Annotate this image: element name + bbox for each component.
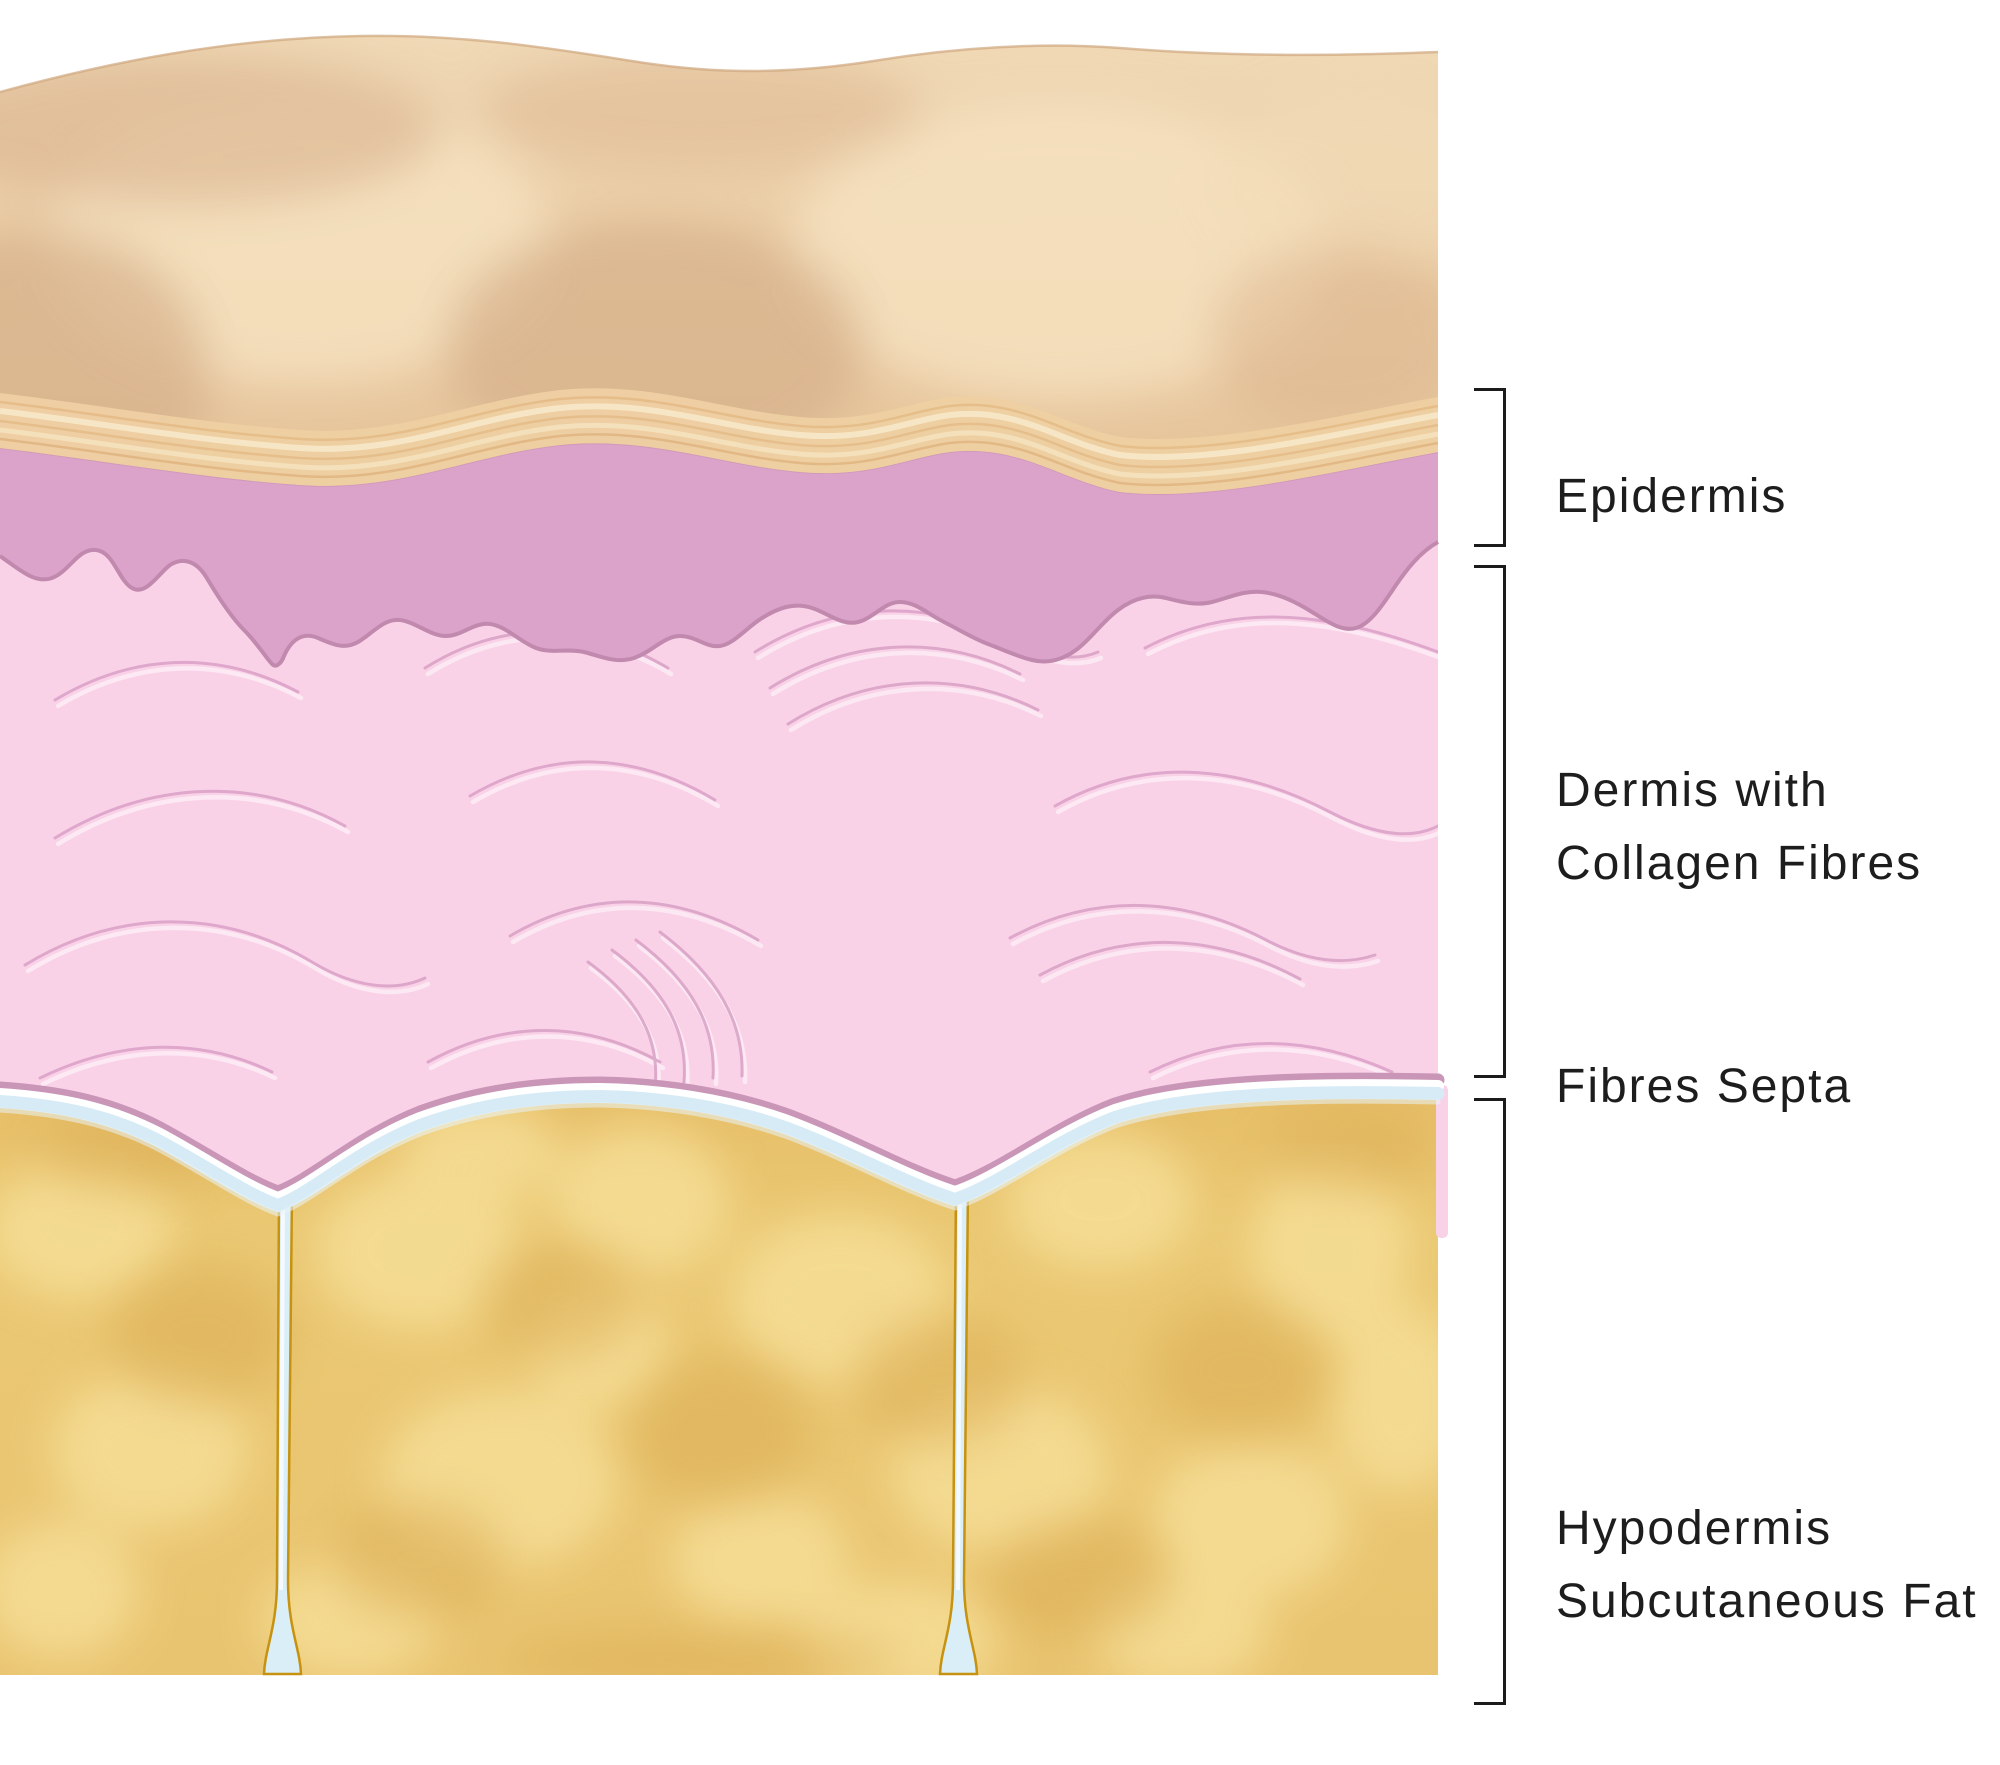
dermis-label-line1: Dermis with xyxy=(1556,764,1829,817)
skin-surface-layer xyxy=(0,34,1439,494)
epidermis-label: Epidermis xyxy=(1556,470,1788,523)
hypodermis-label: Hypodermis Subcutaneous Fat xyxy=(1556,1492,1978,1638)
dermis-edge-sliver xyxy=(1436,1085,1448,1238)
dermis-layer xyxy=(0,520,1438,1192)
surface-shading xyxy=(0,50,1438,494)
fibres-septa xyxy=(262,1184,979,1676)
hypodermis-label-line2: Subcutaneous Fat xyxy=(1556,1575,1978,1628)
hypodermis-bracket xyxy=(1474,1098,1506,1705)
fat-lobule-texture xyxy=(0,1100,1438,1675)
dermis-label: Dermis with Collagen Fibres xyxy=(1556,754,1922,900)
epidermis-bracket xyxy=(1474,388,1506,547)
fibres-septa-label: Fibres Septa xyxy=(1556,1060,1853,1113)
skin-surface-rim xyxy=(0,34,1439,94)
hypodermis-label-line1: Hypodermis xyxy=(1556,1502,1833,1555)
stratum-corneum-stripes xyxy=(0,396,1438,487)
hypodermis-fat-layer xyxy=(0,1079,1438,1676)
skin-cross-section-illustration xyxy=(0,34,1448,1676)
dermis-bracket xyxy=(1474,565,1506,1078)
dermis-label-line2: Collagen Fibres xyxy=(1556,837,1923,890)
epidermis-basal-edge xyxy=(0,540,1439,668)
